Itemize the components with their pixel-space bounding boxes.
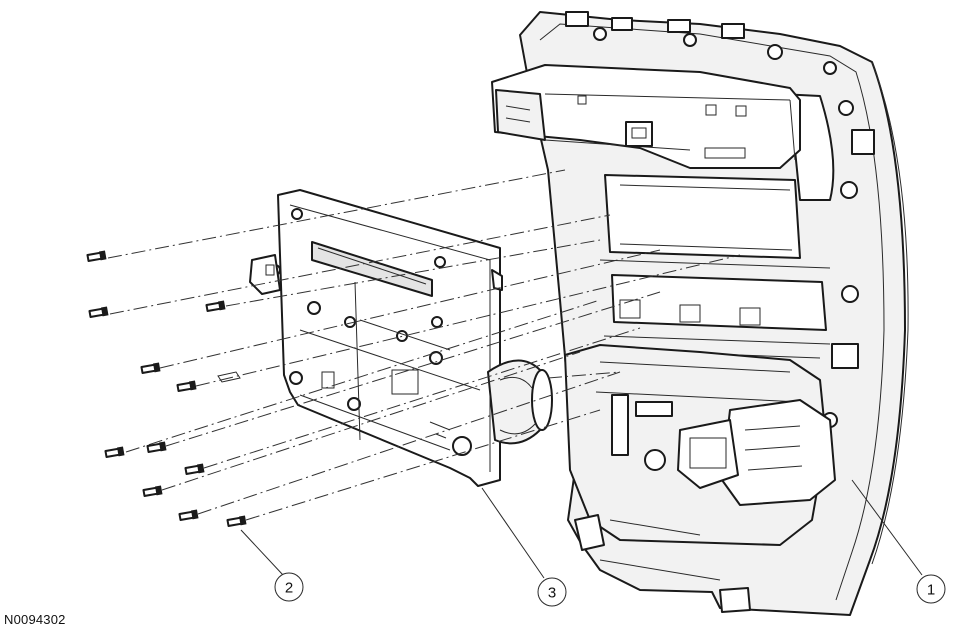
screw [86,250,107,262]
screw [104,446,125,458]
screw [142,485,163,497]
screw [176,380,197,392]
radio-unit [491,64,801,169]
screw [140,362,161,374]
screw [178,509,199,521]
callout-2-label: 2 [285,580,293,597]
callout-3-label: 3 [548,585,556,602]
callout-leaders [240,479,923,579]
figure-reference-code: N0094302 [4,612,66,627]
screw [146,441,167,453]
callout-3: 3 [537,577,567,607]
screws [86,250,247,527]
instrument-panel-bezel [519,11,909,616]
screw [184,463,205,475]
callout-1: 1 [916,574,946,604]
callout-2: 2 [274,572,304,602]
alignment-lines [107,169,741,521]
screw [205,300,226,312]
callout-1-label: 1 [927,582,935,599]
control-panel-plate [249,189,553,487]
screw [226,515,247,527]
screw [88,306,109,318]
